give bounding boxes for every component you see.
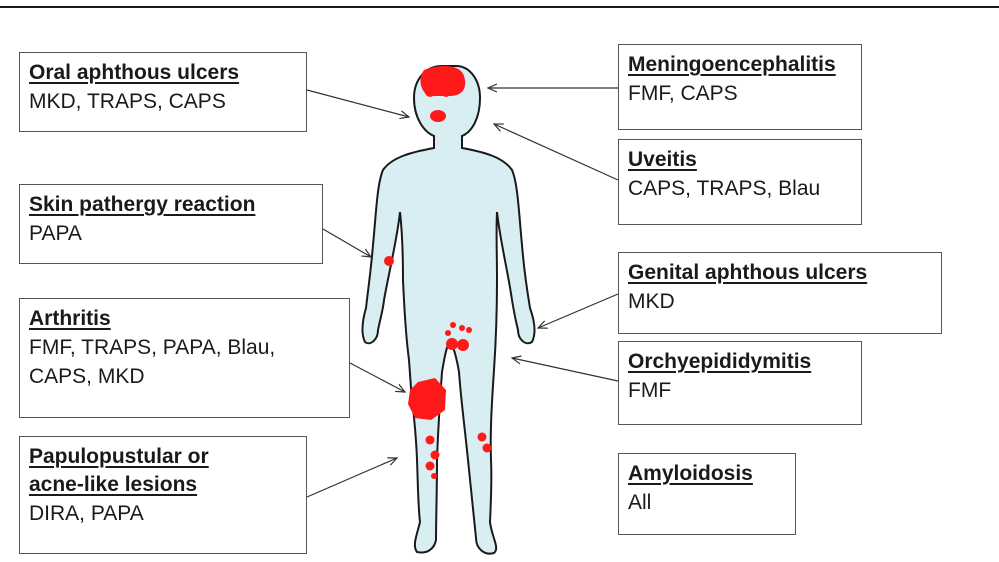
callout-title: Uveitis xyxy=(628,146,853,174)
callout-body: All xyxy=(628,488,787,517)
genital-dot-1 xyxy=(450,322,456,328)
testis-lesion-left xyxy=(446,338,458,350)
arrow-papulopustular xyxy=(307,458,397,497)
arrow-arthritis xyxy=(350,363,405,392)
callout-skin-pathergy-reaction: Skin pathergy reaction PAPA xyxy=(19,184,323,264)
eye-lesion-left xyxy=(425,87,435,97)
arrow-orchyepididymitis xyxy=(512,358,618,381)
callout-body: MKD, TRAPS, CAPS xyxy=(29,87,298,116)
genital-dot-2 xyxy=(459,325,465,331)
callout-amyloidosis: Amyloidosis All xyxy=(618,453,796,535)
callout-oral-aphthous-ulcers: Oral aphthous ulcers MKD, TRAPS, CAPS xyxy=(19,52,307,132)
leg-lesion-2 xyxy=(431,451,440,460)
callout-genital-aphthous-ulcers: Genital aphthous ulcers MKD xyxy=(618,252,942,334)
leg-lesion-4 xyxy=(431,473,437,479)
callout-body: MKD xyxy=(628,287,933,316)
callout-meningoencephalitis: Meningoencephalitis FMF, CAPS xyxy=(618,44,862,130)
callout-body-line-1: FMF, TRAPS, PAPA, Blau, xyxy=(29,333,341,362)
callout-body: CAPS, TRAPS, Blau xyxy=(628,174,853,203)
callout-body: PAPA xyxy=(29,219,314,248)
callout-body-line-2: CAPS, MKD xyxy=(29,362,341,391)
callout-title: Skin pathergy reaction xyxy=(29,191,314,219)
arrow-oral-ulcers xyxy=(307,90,409,117)
arrow-skin-pathergy xyxy=(323,229,371,257)
leg-lesion-1 xyxy=(426,436,435,445)
callout-orchyepididymitis: Orchyepididymitis FMF xyxy=(618,341,862,425)
callout-title: Orchyepididymitis xyxy=(628,348,853,376)
callout-title: Oral aphthous ulcers xyxy=(29,59,298,87)
human-body-silhouette xyxy=(362,66,534,554)
callout-body: DIRA, PAPA xyxy=(29,499,298,528)
callout-papulopustular-lesions: Papulopustular or acne-like lesions DIRA… xyxy=(19,436,307,554)
callout-uveitis: Uveitis CAPS, TRAPS, Blau xyxy=(618,139,862,225)
genital-dot-3 xyxy=(466,327,472,333)
callout-title: Genital aphthous ulcers xyxy=(628,259,933,287)
callout-title: Meningoencephalitis xyxy=(628,51,853,79)
callout-title: Amyloidosis xyxy=(628,460,787,488)
leg-lesion-3 xyxy=(426,462,435,471)
callout-title-line-1: Papulopustular or xyxy=(29,443,298,471)
leg-lesion-6 xyxy=(483,444,492,453)
testis-lesion-right xyxy=(457,339,469,351)
callout-title: Arthritis xyxy=(29,305,341,333)
eye-lesion-right xyxy=(441,87,451,97)
leg-lesion-5 xyxy=(478,433,487,442)
callout-body: FMF xyxy=(628,376,853,405)
callout-title-line-2: acne-like lesions xyxy=(29,471,298,499)
arm-skin-lesion xyxy=(384,256,394,266)
genital-dot-4 xyxy=(445,330,451,336)
arrow-genital-ulcers xyxy=(538,294,618,328)
callout-body: FMF, CAPS xyxy=(628,79,853,108)
callout-arthritis: Arthritis FMF, TRAPS, PAPA, Blau, CAPS, … xyxy=(19,298,350,418)
mouth-lesion xyxy=(430,110,446,122)
